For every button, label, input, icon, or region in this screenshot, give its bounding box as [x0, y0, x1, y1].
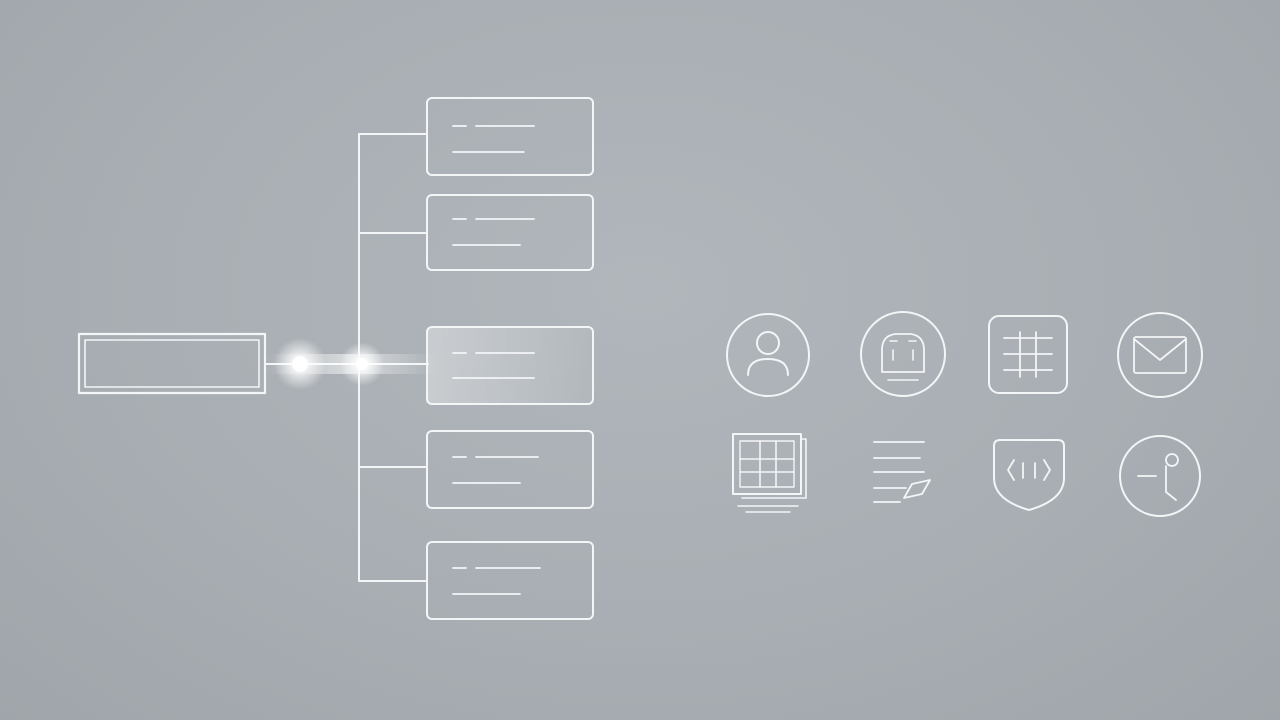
code-shield-icon	[993, 439, 1065, 511]
mail-icon	[1117, 312, 1203, 398]
branch-lines	[358, 133, 428, 582]
child-card-2	[426, 194, 594, 271]
child-card-1	[426, 97, 594, 176]
share-node-icon	[1119, 435, 1201, 517]
user-icon	[726, 313, 810, 397]
child-card-3	[426, 326, 594, 405]
glow-points	[274, 338, 384, 390]
dashboard-icon	[860, 311, 946, 397]
document-edit-icon	[873, 441, 931, 503]
child-card-5	[426, 541, 594, 620]
child-card-4	[426, 430, 594, 509]
grid-layout-icon	[732, 433, 807, 513]
root-node	[77, 332, 267, 395]
table-icon	[988, 315, 1068, 394]
